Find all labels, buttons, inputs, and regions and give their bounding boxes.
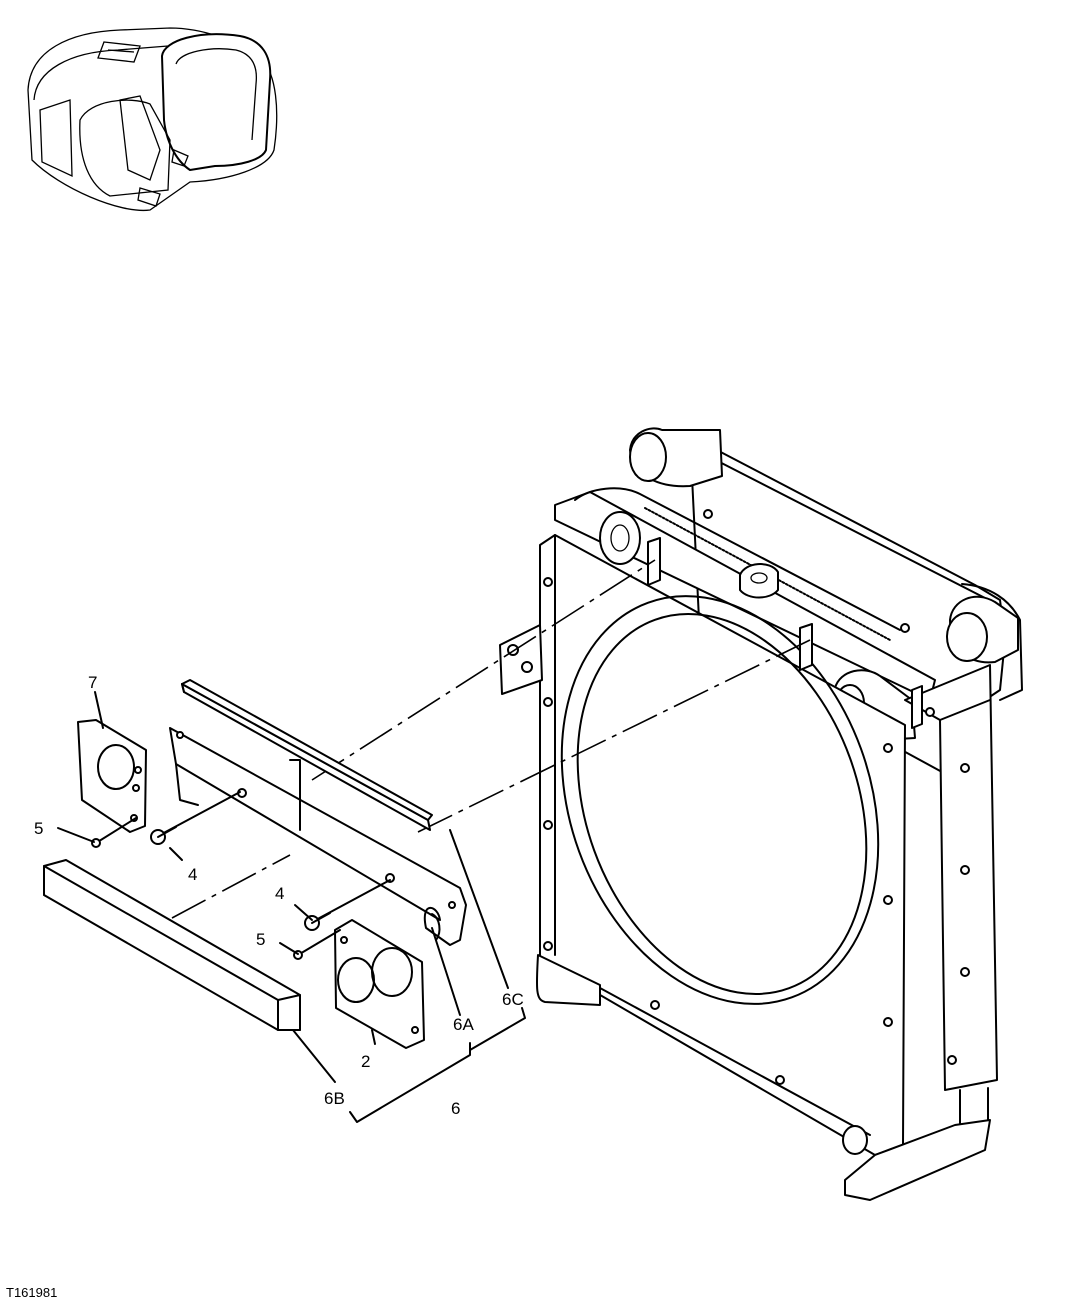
bolt-4-lower [304, 879, 391, 931]
part-dash-line-1 [171, 854, 291, 919]
part-6a-plate [169, 727, 467, 946]
callout-5-upper: 5 [34, 819, 43, 838]
callout-4-upper: 4 [188, 865, 197, 884]
bolt-4-upper [150, 791, 241, 845]
alignment-lines [311, 559, 811, 833]
callout-4-lower: 4 [275, 884, 284, 903]
callout-7: 7 [88, 673, 97, 692]
callout-6a: 6A [453, 1015, 474, 1034]
figure-id: T161981 [6, 1285, 57, 1300]
callout-6c: 6C [502, 990, 524, 1009]
screw-5-upper [91, 817, 137, 848]
part-7-plate [77, 719, 147, 833]
part-2-plate [334, 919, 425, 1049]
callout-6b: 6B [324, 1089, 345, 1108]
callout-2: 2 [361, 1052, 370, 1071]
part-6c-seal-strip [181, 679, 433, 831]
screw-5-lower [293, 929, 341, 960]
part-6b-foam-block [43, 859, 301, 1031]
radiator-assembly [499, 427, 1023, 1201]
callout-6: 6 [451, 1099, 460, 1118]
machine-locator-inset [27, 27, 278, 212]
leader-lines [57, 691, 526, 1123]
callout-5-lower: 5 [256, 930, 265, 949]
